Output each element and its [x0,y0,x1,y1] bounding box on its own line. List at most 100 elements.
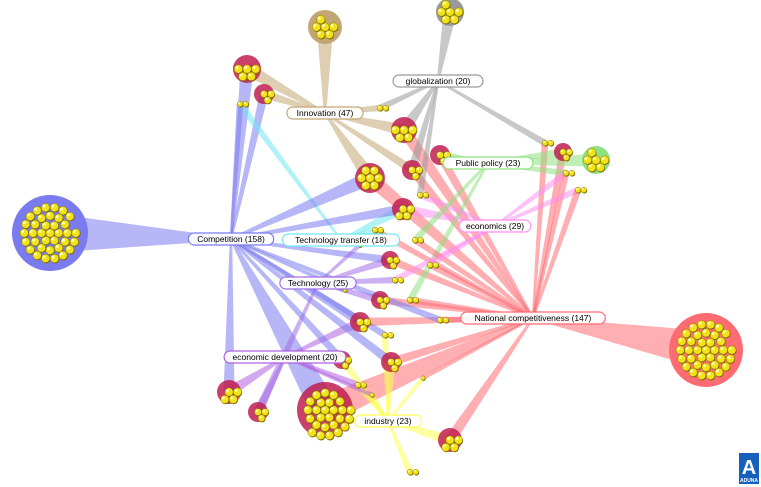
document-ball[interactable] [36,243,47,253]
document-ball[interactable] [41,253,51,264]
document-ball[interactable] [71,228,81,238]
document-ball[interactable] [697,353,707,363]
document-ball[interactable] [580,186,588,194]
document-ball[interactable] [417,236,425,244]
document-ball[interactable] [587,148,597,158]
document-ball[interactable] [562,154,570,162]
document-ball[interactable] [718,345,729,355]
document-ball[interactable] [316,413,326,423]
document-ball[interactable] [60,219,70,230]
document-ball[interactable] [568,169,576,177]
document-ball[interactable] [45,211,55,221]
document-ball[interactable] [432,261,440,269]
document-ball[interactable] [345,356,353,364]
document-ball[interactable] [62,228,73,238]
document-ball[interactable] [329,420,339,430]
document-ball[interactable] [325,430,335,441]
document-ball[interactable] [406,296,414,304]
document-ball[interactable] [303,405,313,415]
document-ball[interactable] [242,100,250,108]
document-ball[interactable] [716,336,726,347]
document-ball[interactable] [395,133,405,143]
document-ball[interactable] [441,15,451,25]
document-ball[interactable] [692,360,703,370]
document-ball[interactable] [376,104,384,112]
document-ball[interactable] [411,236,419,244]
document-ball[interactable] [324,413,335,423]
document-ball[interactable] [566,148,574,156]
document-ball[interactable] [436,7,447,17]
document-ball[interactable] [261,408,270,417]
document-ball[interactable] [706,370,716,381]
document-ball[interactable] [316,430,326,441]
document-ball[interactable] [390,364,399,373]
document-ball[interactable] [681,328,692,339]
document-ball[interactable] [436,316,444,324]
document-ball[interactable] [30,237,40,247]
document-ball[interactable] [324,30,335,40]
document-ball[interactable] [721,362,731,372]
document-ball[interactable] [725,354,736,364]
document-ball[interactable] [342,287,348,293]
document-ball[interactable] [316,15,326,25]
document-ball[interactable] [320,405,330,415]
node-technology[interactable]: Technology (25) [279,276,357,290]
document-ball[interactable] [238,72,248,82]
document-ball[interactable] [233,387,243,397]
document-ball[interactable] [379,302,387,310]
document-ball[interactable] [406,468,414,476]
document-ball[interactable] [54,243,64,253]
document-ball[interactable] [541,139,549,147]
document-ball[interactable] [224,387,234,397]
document-ball[interactable] [36,228,47,238]
document-ball[interactable] [369,166,380,176]
node-innovation[interactable]: Innovation (47) [286,106,364,120]
document-ball[interactable] [706,320,716,330]
document-ball[interactable] [701,362,711,373]
document-ball[interactable] [257,414,266,423]
document-ball[interactable] [677,336,687,347]
document-ball[interactable] [386,256,394,264]
document-ball[interactable] [316,30,326,40]
document-ball[interactable] [441,442,451,453]
node-national[interactable]: National competitiveness (147) [460,311,606,325]
document-ball[interactable] [54,228,64,238]
document-ball[interactable] [25,211,36,222]
document-ball[interactable] [356,173,367,183]
document-ball[interactable] [254,408,263,417]
document-ball[interactable] [721,328,731,339]
document-ball[interactable] [381,331,389,339]
document-ball[interactable] [305,396,315,407]
document-ball[interactable] [58,206,68,216]
node-econ_dev[interactable]: economic development (20) [223,350,347,364]
document-ball[interactable] [675,345,685,355]
document-ball[interactable] [408,125,418,135]
document-ball[interactable] [574,186,582,194]
document-ball[interactable] [445,435,455,445]
document-ball[interactable] [307,427,317,438]
document-ball[interactable] [329,22,339,32]
document-ball[interactable] [69,237,80,247]
document-ball[interactable] [324,398,335,408]
document-ball[interactable] [341,362,349,370]
document-ball[interactable] [412,296,420,304]
node-competition[interactable]: Competition (158) [187,232,275,246]
document-ball[interactable] [415,166,424,175]
document-ball[interactable] [21,219,31,230]
document-ball[interactable] [389,262,397,270]
document-ball[interactable] [701,345,711,355]
document-ball[interactable] [411,172,420,181]
node-globalization[interactable]: globalization (20) [392,74,484,88]
document-ball[interactable] [422,191,430,199]
document-ball[interactable] [727,345,737,355]
document-ball[interactable] [677,354,687,364]
document-ball[interactable] [402,211,412,221]
document-ball[interactable] [311,420,322,430]
document-ball[interactable] [701,328,711,338]
document-ball[interactable] [19,228,29,238]
document-ball[interactable] [346,405,356,415]
document-ball[interactable] [710,360,720,370]
document-ball[interactable] [30,219,40,230]
document-ball[interactable] [316,398,326,408]
document-ball[interactable] [49,236,60,246]
